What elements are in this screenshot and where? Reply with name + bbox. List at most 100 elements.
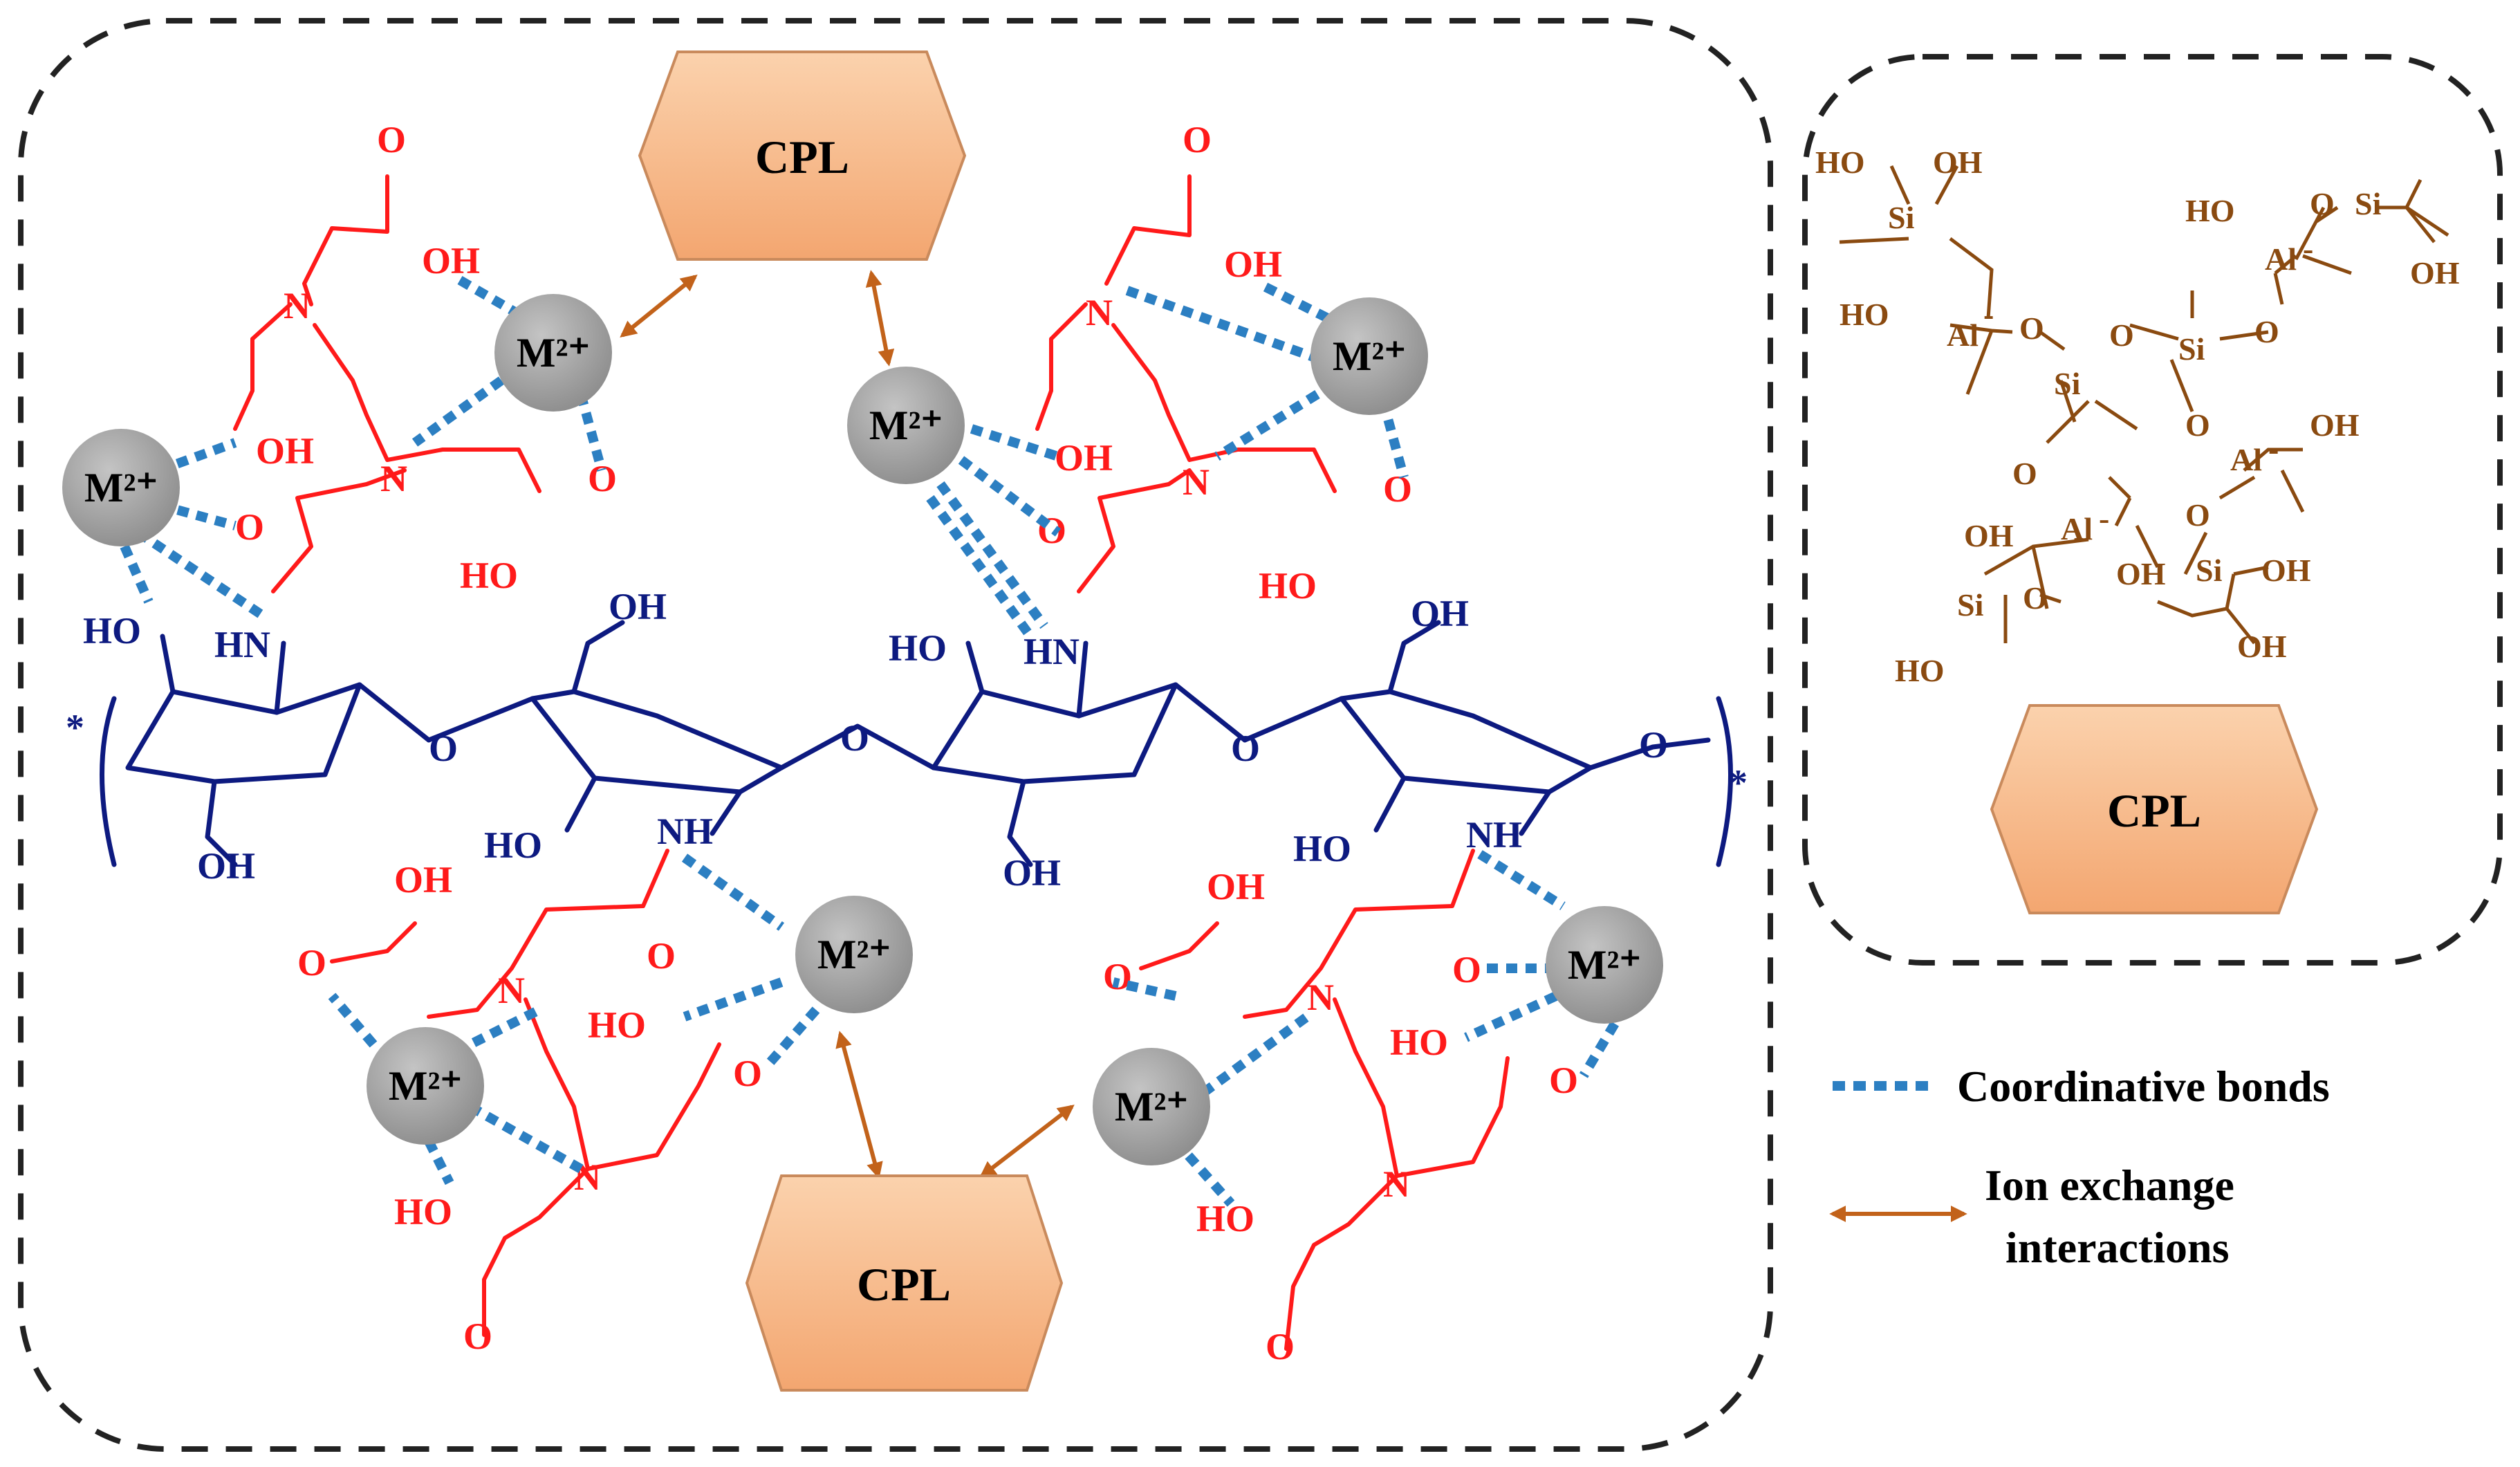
coord-bond-4 (157, 438, 237, 475)
ligand-tr-oh1: OH (1224, 243, 1282, 285)
svg-text:M²⁺: M²⁺ (517, 330, 590, 376)
backbone-right-bracket (1716, 696, 1733, 867)
backbone-branch-7 (965, 640, 985, 694)
label-oh-4: OH (1411, 593, 1469, 634)
metal-ion-1: M²⁺ (494, 294, 612, 412)
backbone-ring-4 (1339, 689, 1593, 795)
backbone-branch-12 (1519, 789, 1552, 836)
coord-bond-11 (1378, 400, 1409, 479)
ligand-bl-o3: O (733, 1053, 762, 1094)
ligand-br-n1: N (1307, 977, 1334, 1018)
legend-ion-exchange-label-1: Ion exchange (1985, 1161, 2234, 1210)
label-ho-2: HO (484, 824, 542, 866)
label-nh-2: NH (1466, 814, 1522, 856)
backbone-branch-3 (205, 779, 238, 867)
metal-ion-2: M²⁺ (62, 429, 180, 546)
ligand-tr-oh2: OH (1055, 437, 1113, 479)
backbone-branch-6 (710, 789, 743, 836)
ligand-chains (233, 174, 1510, 1351)
ion-arrow-2 (865, 270, 895, 367)
backbone-ring-3 (931, 682, 1178, 784)
ligand-tr-ho: HO (1259, 565, 1317, 607)
backbone-branch-11 (1373, 775, 1407, 833)
ligand-br-o2: O (1452, 949, 1481, 990)
svg-text:O: O (2023, 580, 2048, 616)
svg-text:M²⁺: M²⁺ (1115, 1084, 1188, 1129)
backbone-ring-2 (530, 689, 784, 795)
ligand-bl-n1: N (498, 970, 525, 1011)
svg-text:M²⁺: M²⁺ (869, 403, 943, 448)
ligand-bl-ho1: HO (588, 1004, 646, 1046)
ligand-br-oh1: OH (1207, 866, 1265, 907)
backbone-ring-1 (125, 682, 362, 784)
clay-bonds (1839, 165, 2449, 645)
svg-text:Al: Al (2265, 241, 2297, 277)
svg-text:Si: Si (2178, 331, 2205, 367)
backbone-linker-4 (1588, 737, 1711, 771)
svg-text:Al: Al (1947, 317, 1979, 353)
legend: Coordinative bonds Ion exchange interact… (1829, 1062, 2330, 1272)
svg-text:Si: Si (1888, 200, 1915, 235)
ligand-tl-ho: HO (460, 555, 518, 596)
backbone-branch-8 (1076, 640, 1088, 719)
ligand-br-n2: N (1383, 1163, 1410, 1205)
ligand-bl-o1: O (297, 942, 326, 984)
main-frame (18, 18, 1773, 1452)
svg-text:-: - (2268, 432, 2279, 467)
clay-frame (1802, 54, 2503, 966)
svg-text:O: O (2310, 186, 2335, 221)
label-ho-4: HO (1293, 828, 1351, 869)
coord-bond-27 (1112, 977, 1177, 1001)
cpl-hexagon-clay: CPL (1990, 704, 2319, 914)
ligand-bl-oh1: OH (394, 859, 452, 901)
backbone-linker-2 (779, 723, 936, 771)
svg-text:M²⁺: M²⁺ (1333, 333, 1406, 379)
svg-text:Si: Si (2355, 186, 2382, 221)
svg-text:HO: HO (1895, 653, 1945, 688)
svg-text:Si: Si (2054, 366, 2081, 401)
metal-ion-5: M²⁺ (795, 896, 913, 1013)
coord-bond-9 (1263, 282, 1331, 323)
coord-bond-12 (970, 424, 1060, 461)
label-oh-1: OH (197, 845, 255, 887)
ligand-tl-oh1: OH (422, 240, 480, 282)
ligand-bl-o4: O (463, 1316, 492, 1357)
ligand-br-ho1: HO (1390, 1022, 1448, 1063)
coord-bond-2 (411, 376, 505, 447)
coord-bond-20 (454, 1005, 542, 1056)
coord-bond-5 (158, 500, 237, 530)
ligand-bottom-right (1139, 849, 1510, 1351)
ligand-br-o3: O (1549, 1060, 1578, 1101)
coord-bond-7 (120, 544, 154, 604)
backbone-branch-2 (274, 640, 286, 715)
ligand-tl-o3: O (235, 506, 264, 548)
metal-ions: M²⁺ M²⁺ M²⁺ M²⁺ M²⁺ M²⁺ M²⁺ M²⁺ (62, 294, 1663, 1165)
label-oh-3: OH (1003, 852, 1061, 894)
svg-text:Si: Si (1957, 587, 1984, 622)
backbone-linker-1 (357, 682, 535, 743)
ligand-tr-n1: N (1086, 292, 1113, 333)
svg-text:-: - (2303, 231, 2313, 266)
backbone-branch-1 (160, 634, 176, 694)
coord-bond-16 (681, 854, 785, 931)
metal-ion-3: M²⁺ (847, 367, 965, 484)
coordinative-bond-lines (120, 275, 1620, 1207)
metal-ion-7: M²⁺ (1546, 906, 1663, 1024)
ligand-tl-o2: O (588, 458, 617, 499)
svg-text:O: O (2185, 407, 2210, 443)
ion-exchange-arrows (620, 270, 1075, 1179)
ligand-bottom-left (330, 849, 721, 1337)
ligand-tl-o1: O (377, 119, 406, 160)
label-hn-1: HN (214, 624, 270, 665)
svg-text:O: O (2185, 497, 2210, 533)
label-ho-1: HO (83, 610, 141, 652)
svg-text:O: O (2012, 456, 2037, 491)
backbone-left-bracket (100, 696, 117, 867)
cpl-hexagon-top: CPL (638, 50, 967, 261)
svg-text:M²⁺: M²⁺ (1568, 942, 1641, 988)
svg-text:O: O (2254, 314, 2279, 349)
svg-text:O: O (2019, 311, 2044, 346)
ligand-top-left (233, 174, 541, 593)
svg-text:HO: HO (1840, 297, 1889, 332)
